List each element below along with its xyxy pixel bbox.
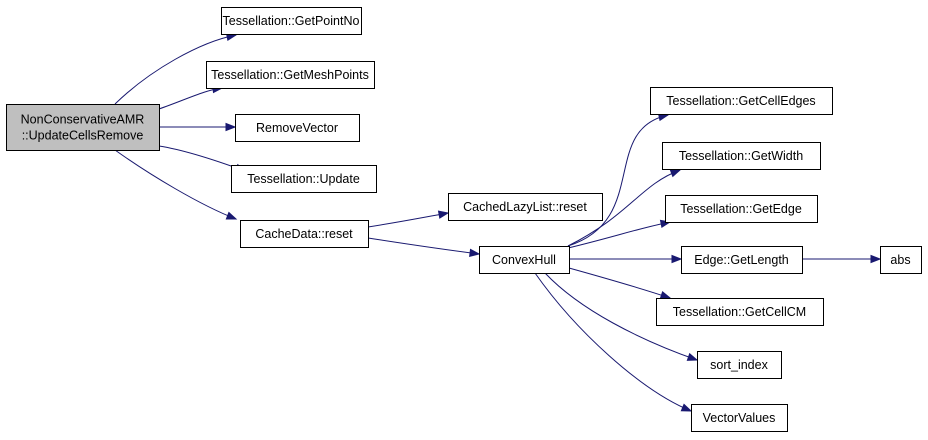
node-abs[interactable]: abs	[880, 246, 922, 274]
node-box	[448, 193, 603, 221]
arrowhead	[870, 254, 882, 264]
node-label: RemoveVector	[256, 121, 338, 135]
node-label: ConvexHull	[492, 253, 556, 267]
edge-line	[367, 212, 449, 228]
node-getmeshpoints[interactable]: Tessellation::GetMeshPoints	[206, 61, 375, 89]
arrowhead	[680, 403, 693, 412]
node-label: Tessellation::GetPointNo	[223, 14, 360, 28]
edge-cachedata_reset-to-convexhull	[367, 237, 481, 257]
edge-line	[544, 272, 698, 361]
edge-line	[114, 34, 237, 105]
node-box	[697, 351, 782, 379]
node-label: abs	[890, 253, 910, 267]
arrowhead	[659, 290, 672, 300]
node-box	[691, 404, 788, 432]
edge-convexhull-to-getedge	[567, 219, 672, 249]
node-convexhull[interactable]: ConvexHull	[479, 246, 570, 274]
node-getedge[interactable]: Tessellation::GetEdge	[665, 195, 818, 223]
node-label: Tessellation::GetCellCM	[673, 305, 806, 319]
node-root[interactable]: NonConservativeAMR::UpdateCellsRemove	[6, 104, 160, 151]
node-getcellcm[interactable]: Tessellation::GetCellCM	[656, 298, 824, 326]
node-update[interactable]: Tessellation::Update	[231, 165, 377, 193]
edge-root-to-getmeshpoints	[158, 84, 224, 110]
arrowhead	[225, 211, 238, 220]
node-box	[681, 246, 803, 274]
node-removevector[interactable]: RemoveVector	[235, 114, 360, 142]
arrowhead	[225, 122, 237, 132]
edge-line	[567, 114, 669, 247]
node-box	[479, 246, 570, 274]
edge-convexhull-to-getcellcm	[568, 267, 672, 300]
node-label: Tessellation::GetWidth	[679, 149, 803, 163]
edge-convexhull-to-edge_getlength	[569, 254, 683, 264]
edge-line	[114, 149, 237, 220]
edge-line	[158, 87, 223, 110]
arrowhead	[671, 254, 683, 264]
node-box	[231, 165, 377, 193]
nodes-layer: NonConservativeAMR::UpdateCellsRemoveTes…	[6, 7, 922, 432]
node-box	[240, 220, 369, 248]
arrowhead	[669, 169, 682, 178]
node-edge_getlength[interactable]: Edge::GetLength	[681, 246, 803, 274]
node-sort_index[interactable]: sort_index	[697, 351, 782, 379]
node-cachedata_reset[interactable]: CacheData::reset	[240, 220, 369, 248]
node-label: CachedLazyList::reset	[463, 200, 587, 214]
arrowhead	[686, 352, 699, 361]
node-label: VectorValues	[703, 411, 776, 425]
edge-line	[568, 267, 671, 299]
node-label: sort_index	[710, 358, 768, 372]
edge-edge_getlength-to-abs	[802, 254, 882, 264]
edge-line	[567, 169, 681, 247]
node-getcelledges[interactable]: Tessellation::GetCellEdges	[650, 87, 833, 115]
node-vectorvalues[interactable]: VectorValues	[691, 404, 788, 432]
edge-root-to-removevector	[159, 122, 237, 132]
node-label: CacheData::reset	[255, 227, 353, 241]
edge-convexhull-to-getcelledges	[567, 112, 670, 247]
arrowhead	[469, 248, 481, 257]
node-label: Edge::GetLength	[694, 253, 789, 267]
edge-root-to-cachedata_reset	[114, 149, 238, 220]
node-label: Tessellation::GetEdge	[680, 202, 802, 216]
edge-line	[534, 272, 692, 412]
edge-cachedata_reset-to-cachedlazylist_reset	[367, 210, 450, 228]
node-box	[221, 7, 362, 35]
node-box	[650, 87, 833, 115]
node-box	[206, 61, 375, 89]
node-label: NonConservativeAMR	[21, 113, 145, 127]
node-cachedlazylist_reset[interactable]: CachedLazyList::reset	[448, 193, 603, 221]
node-box	[880, 246, 922, 274]
edge-convexhull-to-vectorvalues	[534, 272, 693, 412]
edge-convexhull-to-sort_index	[544, 272, 699, 361]
node-label: Tessellation::GetMeshPoints	[211, 68, 369, 82]
arrowhead	[437, 210, 450, 219]
node-box	[662, 142, 821, 170]
node-box	[665, 195, 818, 223]
node-box	[656, 298, 824, 326]
node-label: ::UpdateCellsRemove	[22, 129, 144, 143]
node-box	[6, 104, 160, 151]
edge-line	[567, 221, 671, 249]
node-getwidth[interactable]: Tessellation::GetWidth	[662, 142, 821, 170]
edge-line	[367, 237, 480, 255]
node-label: Tessellation::Update	[247, 172, 360, 186]
node-box	[235, 114, 360, 142]
node-getpointno[interactable]: Tessellation::GetPointNo	[221, 7, 362, 35]
node-label: Tessellation::GetCellEdges	[666, 94, 815, 108]
